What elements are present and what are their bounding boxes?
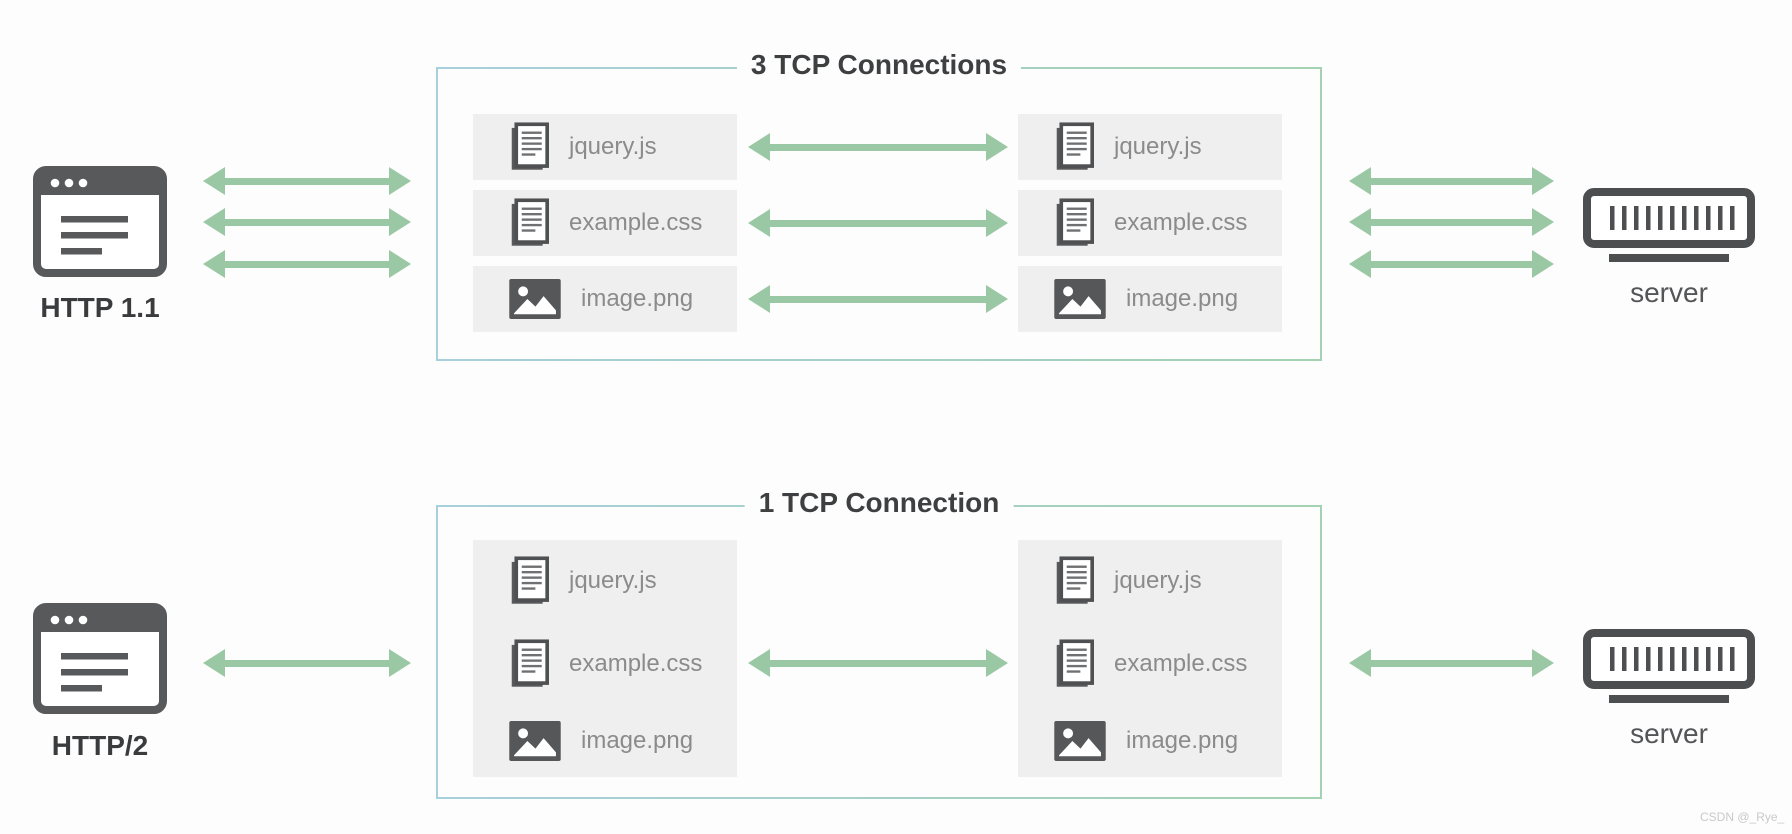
double-arrow-icon	[748, 649, 1008, 677]
file-image-icon	[1054, 721, 1106, 761]
file-row: example.css	[1018, 190, 1282, 256]
double-arrow-icon	[748, 285, 1008, 313]
file-image-icon	[1054, 279, 1106, 319]
file-name: image.png	[1126, 285, 1239, 312]
file-doc-icon	[509, 198, 549, 248]
file-row: jquery.js	[473, 114, 737, 180]
browser-icon	[33, 166, 167, 277]
double-arrow-icon	[203, 208, 411, 236]
tcp-connections-box: 3 TCP Connections jquery.js example.css …	[436, 49, 1322, 361]
file-entry: image.png	[509, 721, 737, 761]
double-arrow-icon	[748, 133, 1008, 161]
connection-box-title: 1 TCP Connection	[744, 487, 1014, 519]
file-name: image.png	[581, 285, 694, 312]
server-icon	[1583, 629, 1755, 704]
file-name: example.css	[569, 649, 703, 677]
file-image-icon	[509, 721, 561, 761]
file-panel: jquery.js example.css image.png	[473, 540, 737, 777]
connection-box-title: 3 TCP Connections	[736, 49, 1022, 81]
double-arrow-icon	[203, 649, 411, 677]
file-row: jquery.js	[1018, 114, 1282, 180]
file-name: example.css	[1114, 649, 1248, 677]
file-name: jquery.js	[569, 133, 657, 160]
double-arrow-icon	[1349, 250, 1554, 278]
server-icon	[1583, 188, 1755, 263]
file-doc-icon	[1054, 556, 1094, 606]
file-name: example.css	[569, 209, 703, 236]
file-entry: jquery.js	[509, 556, 737, 606]
browser-icon	[33, 603, 167, 714]
double-arrow-icon	[203, 250, 411, 278]
file-doc-icon	[1054, 122, 1094, 172]
file-name: image.png	[1126, 727, 1239, 754]
file-name: jquery.js	[1114, 133, 1202, 160]
double-arrow-icon	[1349, 649, 1554, 677]
tcp-connection-box: 1 TCP Connection jquery.js example.css i…	[436, 487, 1322, 799]
file-name: jquery.js	[569, 567, 657, 594]
double-arrow-icon	[203, 167, 411, 195]
file-doc-icon	[1054, 639, 1094, 689]
server-label: server	[1630, 277, 1708, 308]
file-entry: example.css	[1054, 639, 1282, 689]
server-label: server	[1630, 718, 1708, 749]
file-panel: jquery.js example.css image.png	[1018, 540, 1282, 777]
file-entry: image.png	[1054, 721, 1282, 761]
watermark: CSDN @_Rye_	[1700, 810, 1785, 824]
file-doc-icon	[509, 122, 549, 172]
file-doc-icon	[1054, 198, 1094, 248]
file-name: image.png	[581, 727, 694, 754]
double-arrow-icon	[1349, 208, 1554, 236]
file-image-icon	[509, 279, 561, 319]
file-entry: jquery.js	[1054, 556, 1282, 606]
client-label: HTTP/2	[51, 730, 149, 761]
file-doc-icon	[509, 556, 549, 606]
file-name: jquery.js	[1114, 567, 1202, 594]
file-row: image.png	[1018, 266, 1282, 332]
double-arrow-icon	[748, 209, 1008, 237]
file-row: example.css	[473, 190, 737, 256]
double-arrow-icon	[1349, 167, 1554, 195]
file-entry: example.css	[509, 639, 737, 689]
file-name: example.css	[1114, 209, 1248, 236]
file-row: image.png	[473, 266, 737, 332]
file-doc-icon	[509, 639, 549, 689]
client-label: HTTP 1.1	[40, 292, 160, 323]
